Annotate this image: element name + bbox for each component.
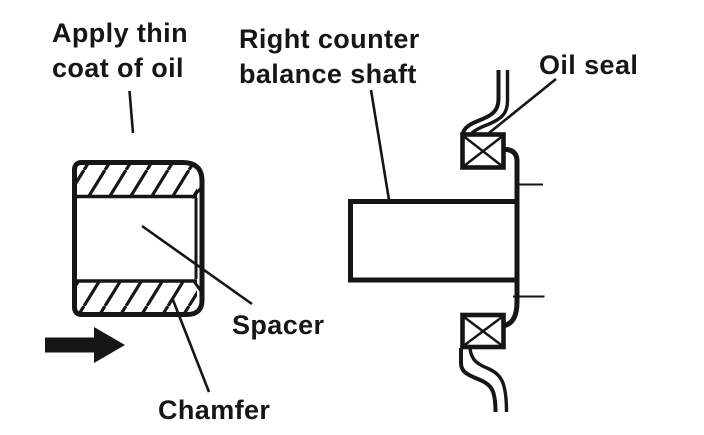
apply-oil-label: Apply thin coat of oil [52,16,188,86]
counter-balance-shaft-figure [348,70,545,413]
spacer-cross-section [72,160,205,317]
case-wall-lower-outer [459,348,498,413]
shaft-body [348,199,517,283]
spacer-hatch-top [75,163,197,195]
leader-spacer [141,224,253,306]
apply-oil-label-line2: coat of oil [52,53,184,83]
direction-arrow-icon [45,327,125,363]
shaft-flange-step [503,147,520,328]
oil-seal-label: Oil seal [539,50,639,80]
counter-shaft-label-line2: balance shaft [239,59,417,89]
case-wall-lower-inner [468,348,509,413]
spacer-hatch-bottom [75,282,197,313]
oil-seal-symbol-upper [460,132,506,170]
leader-oil-seal [488,77,557,135]
chamfer-label: Chamfer [158,395,271,425]
leader-apply-oil [128,90,135,134]
case-wall-upper-inner [470,70,510,135]
apply-oil-label-line1: Apply thin [52,18,188,48]
leader-lines [128,77,557,393]
counter-shaft-label-line1: Right counter [239,24,420,54]
counter-shaft-label: Right counter balance shaft [239,22,420,92]
spacer-label: Spacer [232,310,325,340]
leader-counter-shaft [369,89,391,201]
case-wall-upper-outer [460,70,501,138]
spacer-outline [72,160,205,317]
oil-seal-symbol-lower [460,312,506,350]
leader-chamfer [171,299,211,393]
